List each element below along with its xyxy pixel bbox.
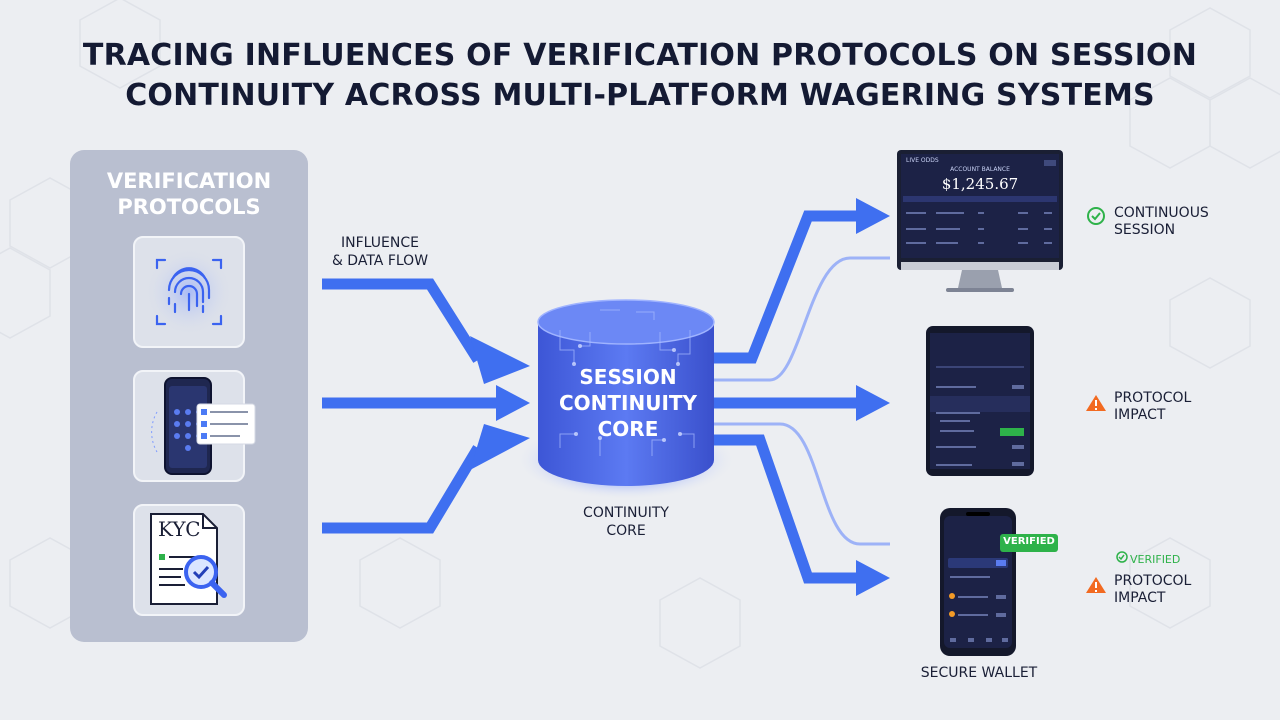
core-title-line-3: CORE [597,417,659,441]
flow-label-line-1: INFLUENCE [341,235,419,251]
fingerprint-icon [145,248,233,336]
core-caption-line-2: CORE [606,523,646,539]
status-protocol-impact-phone-line-2: IMPACT [1114,590,1166,606]
page-title: TRACING INFLUENCES OF VERIFICATION PROTO… [60,36,1220,116]
tablet-device [926,326,1034,476]
arrowhead-out-desktop [856,198,890,234]
title-line-1: TRACING INFLUENCES OF VERIFICATION PROTO… [82,38,1198,73]
arrowhead-in-top [470,336,530,384]
status-protocol-impact-phone: PROTOCOL IMPACT [1114,573,1191,607]
phone-verified-badge: VERIFIED [1003,536,1055,547]
core-title-line-1: SESSION [579,365,677,389]
arrowhead-out-phone [856,560,890,596]
warning-icon-tablet [1086,395,1106,411]
core-title: SESSION CONTINUITY CORE [540,364,716,442]
flow-label-line-2: & DATA FLOW [331,253,429,269]
phone-keypad-icon [151,377,256,475]
desktop-header: LIVE ODDS [906,157,939,164]
status-protocol-impact-tablet-line-1: PROTOCOL [1114,390,1192,406]
status-protocol-impact-tablet-line-2: IMPACT [1114,407,1166,423]
kyc-label: KYC [158,517,201,541]
core-title-line-2: CONTINUITY [558,391,698,415]
outgoing-arrow-phone [714,434,860,584]
status-protocol-impact-phone-line-1: PROTOCOL [1114,573,1192,589]
thin-flow-lines [714,256,890,546]
status-continuous-session-line-1: CONTINUOUS [1114,205,1209,221]
kyc-card [133,504,245,616]
arrowhead-out-tablet [856,385,890,421]
desktop-subheader: ACCOUNT BALANCE [950,166,1010,173]
session-continuity-core [537,299,715,486]
flow-label: INFLUENCE & DATA FLOW [320,234,440,270]
desktop-balance: $1,245.67 [941,175,1019,193]
outgoing-arrows [714,210,860,584]
secure-wallet-caption: SECURE WALLET [920,665,1038,681]
outgoing-arrow-desktop [714,210,860,364]
incoming-arrow-top [322,278,483,363]
status-continuous-session: CONTINUOUS SESSION [1114,205,1209,239]
check-circle-icon [1087,207,1105,225]
otp-device-card [133,370,256,482]
status-continuous-session-line-2: SESSION [1114,222,1176,238]
protocols-title: VERIFICATION PROTOCOLS [70,168,308,220]
biometric-card [133,236,245,348]
verified-small-icon [1116,551,1128,563]
mobile-phone [940,508,1058,656]
desktop-monitor [897,150,1063,292]
kyc-document-icon [150,513,227,605]
title-line-2: CONTINUITY ACROSS MULTI-PLATFORM WAGERIN… [125,78,1155,113]
core-caption-line-1: CONTINUITY [583,505,669,521]
verification-protocols-panel: VERIFICATION PROTOCOLS [70,150,308,642]
status-verified: VERIFIED [1130,553,1181,566]
protocols-title-line-2: PROTOCOLS [117,195,261,219]
incoming-arrow-bottom [322,445,483,534]
status-protocol-impact-tablet: PROTOCOL IMPACT [1114,390,1191,424]
arrowhead-in-middle [496,385,530,421]
incoming-arrows [322,278,500,534]
warning-icon-phone [1086,577,1106,593]
protocols-title-line-1: VERIFICATION [106,169,272,193]
core-caption: CONTINUITY CORE [566,504,686,540]
arrowhead-in-bottom [470,424,530,470]
